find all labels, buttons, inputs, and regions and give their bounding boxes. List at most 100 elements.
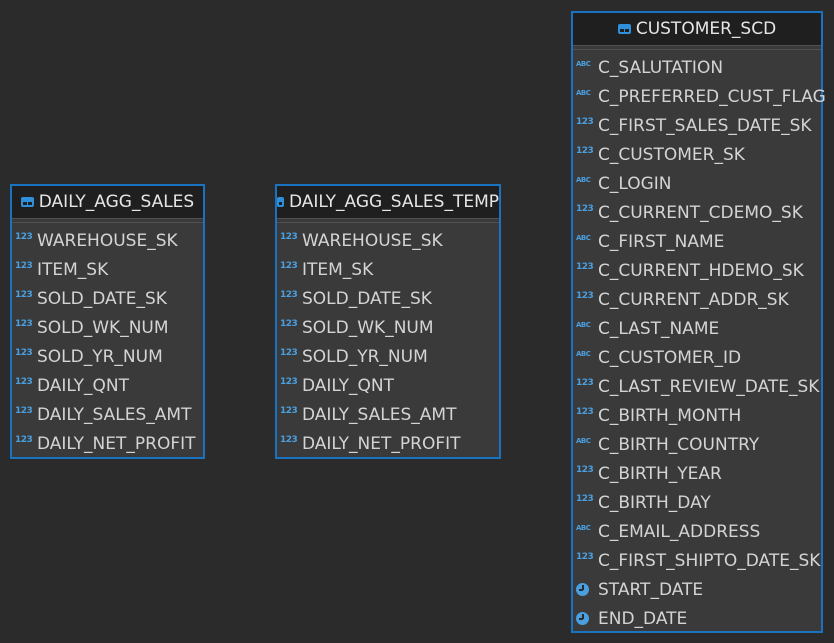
- entity-header[interactable]: CUSTOMER_SCD: [573, 13, 821, 46]
- column-row[interactable]: END_DATE: [573, 604, 821, 633]
- column-name: C_PREFERRED_CUST_FLAG: [598, 86, 826, 107]
- column-name: DAILY_NET_PROFIT: [37, 433, 196, 454]
- header-divider: [277, 219, 499, 223]
- column-name: SOLD_WK_NUM: [302, 317, 434, 338]
- column-name: DAILY_QNT: [302, 375, 395, 396]
- type-icon-label: ABC: [576, 320, 591, 329]
- clock-icon-glyph: [576, 612, 589, 625]
- type-icon-label: 123: [280, 376, 298, 387]
- type-icon-label: 123: [576, 290, 594, 301]
- type-icon-label: 123: [576, 377, 594, 388]
- type-icon-label: 123: [576, 493, 594, 504]
- type-icon-label: 123: [576, 116, 594, 127]
- column-name: C_BIRTH_COUNTRY: [598, 434, 760, 455]
- type-icon-label: 123: [280, 289, 298, 300]
- column-row[interactable]: 123 DAILY_NET_PROFIT: [12, 429, 203, 458]
- type-icon-label: 123: [15, 260, 33, 271]
- column-name: C_BIRTH_DAY: [598, 492, 711, 513]
- type-icon-label: 123: [280, 231, 298, 242]
- numeric-type-icon: 123: [15, 348, 35, 362]
- numeric-type-icon: 123: [280, 435, 300, 449]
- column-row[interactable]: 123 DAILY_QNT: [277, 371, 499, 400]
- type-icon-label: 123: [576, 464, 594, 475]
- column-row[interactable]: START_DATE: [573, 575, 821, 604]
- column-name: C_SALUTATION: [598, 57, 724, 78]
- string-type-icon: ABC: [576, 89, 596, 101]
- type-icon-label: 123: [576, 406, 594, 417]
- column-name: DAILY_SALES_AMT: [37, 404, 192, 425]
- string-type-icon: ABC: [576, 437, 596, 449]
- column-name: SOLD_WK_NUM: [37, 317, 169, 338]
- column-row[interactable]: 123 C_BIRTH_DAY: [573, 488, 821, 517]
- table-icon: [617, 24, 631, 34]
- numeric-type-icon: 123: [576, 378, 596, 392]
- entity-title: DAILY_AGG_SALES_TEMP: [289, 192, 499, 212]
- numeric-type-icon: 123: [576, 465, 596, 479]
- clock-icon: [576, 583, 596, 596]
- numeric-type-icon: 123: [15, 232, 35, 246]
- string-type-icon: ABC: [576, 321, 596, 333]
- column-name: C_FIRST_SHIPTO_DATE_SK: [598, 550, 821, 571]
- entity-title: DAILY_AGG_SALES: [38, 192, 195, 212]
- column-name: C_LAST_NAME: [598, 318, 720, 339]
- table-icon: [277, 197, 284, 207]
- type-icon-label: ABC: [576, 349, 591, 358]
- column-name: END_DATE: [598, 608, 688, 629]
- column-name: DAILY_NET_PROFIT: [302, 433, 461, 454]
- column-row[interactable]: 123 DAILY_SALES_AMT: [277, 400, 499, 429]
- type-icon-label: 123: [15, 405, 33, 416]
- type-icon-label: 123: [15, 434, 33, 445]
- numeric-type-icon: 123: [576, 494, 596, 508]
- string-type-icon: ABC: [576, 234, 596, 246]
- column-row[interactable]: 123 DAILY_SALES_AMT: [12, 400, 203, 429]
- string-type-icon: ABC: [576, 350, 596, 362]
- column-name: C_CURRENT_ADDR_SK: [598, 289, 789, 310]
- entity-header[interactable]: DAILY_AGG_SALES: [12, 186, 203, 219]
- column-row[interactable]: 123 SOLD_WK_NUM: [12, 313, 203, 342]
- type-icon-label: ABC: [576, 88, 591, 97]
- entity-header[interactable]: DAILY_AGG_SALES_TEMP: [277, 186, 499, 219]
- column-name: DAILY_SALES_AMT: [302, 404, 457, 425]
- column-row[interactable]: ABC C_LAST_NAME: [573, 314, 821, 343]
- type-icon-label: 123: [15, 376, 33, 387]
- numeric-type-icon: 123: [576, 117, 596, 131]
- type-icon-label: 123: [280, 405, 298, 416]
- string-type-icon: ABC: [576, 524, 596, 536]
- column-row[interactable]: ABC C_PREFERRED_CUST_FLAG: [573, 82, 826, 111]
- numeric-type-icon: 123: [576, 204, 596, 218]
- column-row[interactable]: 123 C_CURRENT_ADDR_SK: [573, 285, 821, 314]
- string-type-icon: ABC: [576, 176, 596, 188]
- type-icon-label: ABC: [576, 523, 591, 532]
- column-name: C_CUSTOMER_SK: [598, 144, 745, 165]
- type-icon-label: 123: [15, 318, 33, 329]
